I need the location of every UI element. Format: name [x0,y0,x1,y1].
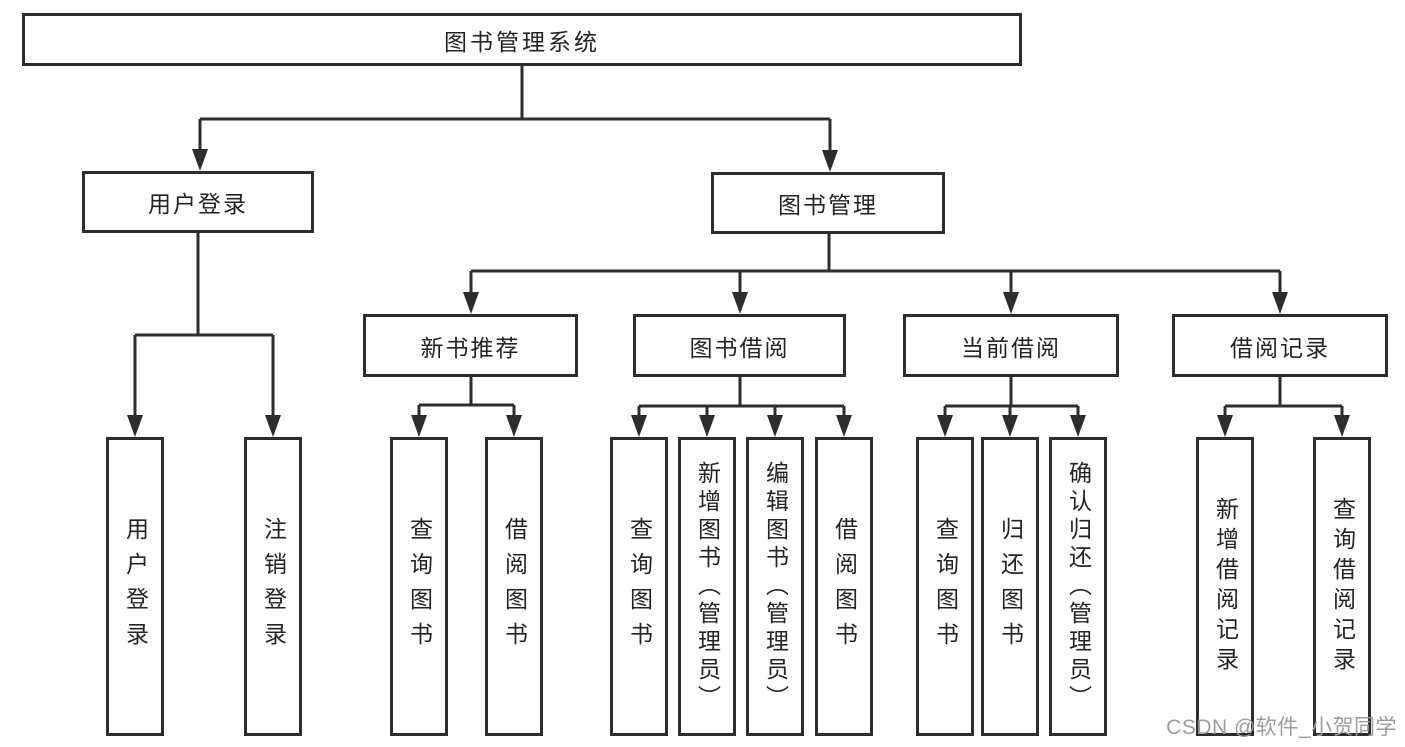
node-label: 注销登录 [260,516,287,657]
arrowheads [127,149,1350,437]
node-library-management-system: 图书管理系统 [22,13,1022,66]
node-current-borrowing: 当前借阅 [903,314,1119,377]
leaf-logout-login: 注销登录 [244,437,302,736]
leaf-add-books-admin: 新增图书（管理员） [678,437,736,736]
leaf-borrow-books-recommend: 借阅图书 [485,437,543,736]
leaf-edit-books-admin: 编辑图书（管理员） [746,437,804,736]
node-label: 新书推荐 [420,334,521,361]
node-label: 归还图书 [997,516,1024,657]
leaf-query-borrow-record: 查询借阅记录 [1313,437,1371,736]
node-label: 借阅图书 [501,516,528,657]
node-label: 图书管理 [778,192,878,218]
leaf-user-login: 用户登录 [106,437,164,736]
leaf-confirm-return-admin: 确认归还（管理员） [1049,437,1107,736]
node-label: 图书管理系统 [444,28,600,55]
node-label: 查询图书 [406,516,433,657]
node-label: 查询图书 [626,516,653,657]
node-book-borrowing: 图书借阅 [633,314,846,377]
node-label: 借阅图书 [831,516,858,657]
leaf-borrow-books-borrowing: 借阅图书 [815,437,873,736]
watermark-text: CSDN @软件_小贺同学 [1166,716,1397,739]
node-label: 图书借阅 [689,334,790,361]
node-label: 用户登录 [148,191,248,217]
leaf-query-books-recommend: 查询图书 [390,437,448,736]
leaf-return-books: 归还图书 [981,437,1039,736]
node-label: 新增图书（管理员） [694,460,721,713]
node-book-management: 图书管理 [711,172,945,234]
node-new-book-recommendation: 新书推荐 [363,314,578,377]
node-user-login: 用户登录 [82,171,314,233]
node-label: 借阅记录 [1230,334,1330,361]
node-borrowing-records: 借阅记录 [1172,314,1388,377]
node-label: 确认归还（管理员） [1065,460,1092,713]
node-label: 编辑图书（管理员） [762,460,789,713]
node-label: 新增借阅记录 [1212,496,1239,677]
leaf-add-borrow-record: 新增借阅记录 [1196,437,1254,736]
leaf-query-books-current: 查询图书 [916,437,974,736]
node-label: 用户登录 [122,516,149,657]
leaf-query-books-borrowing: 查询图书 [610,437,668,736]
node-label: 查询借阅记录 [1329,496,1356,677]
node-label: 查询图书 [932,516,959,657]
node-label: 当前借阅 [961,334,1061,361]
